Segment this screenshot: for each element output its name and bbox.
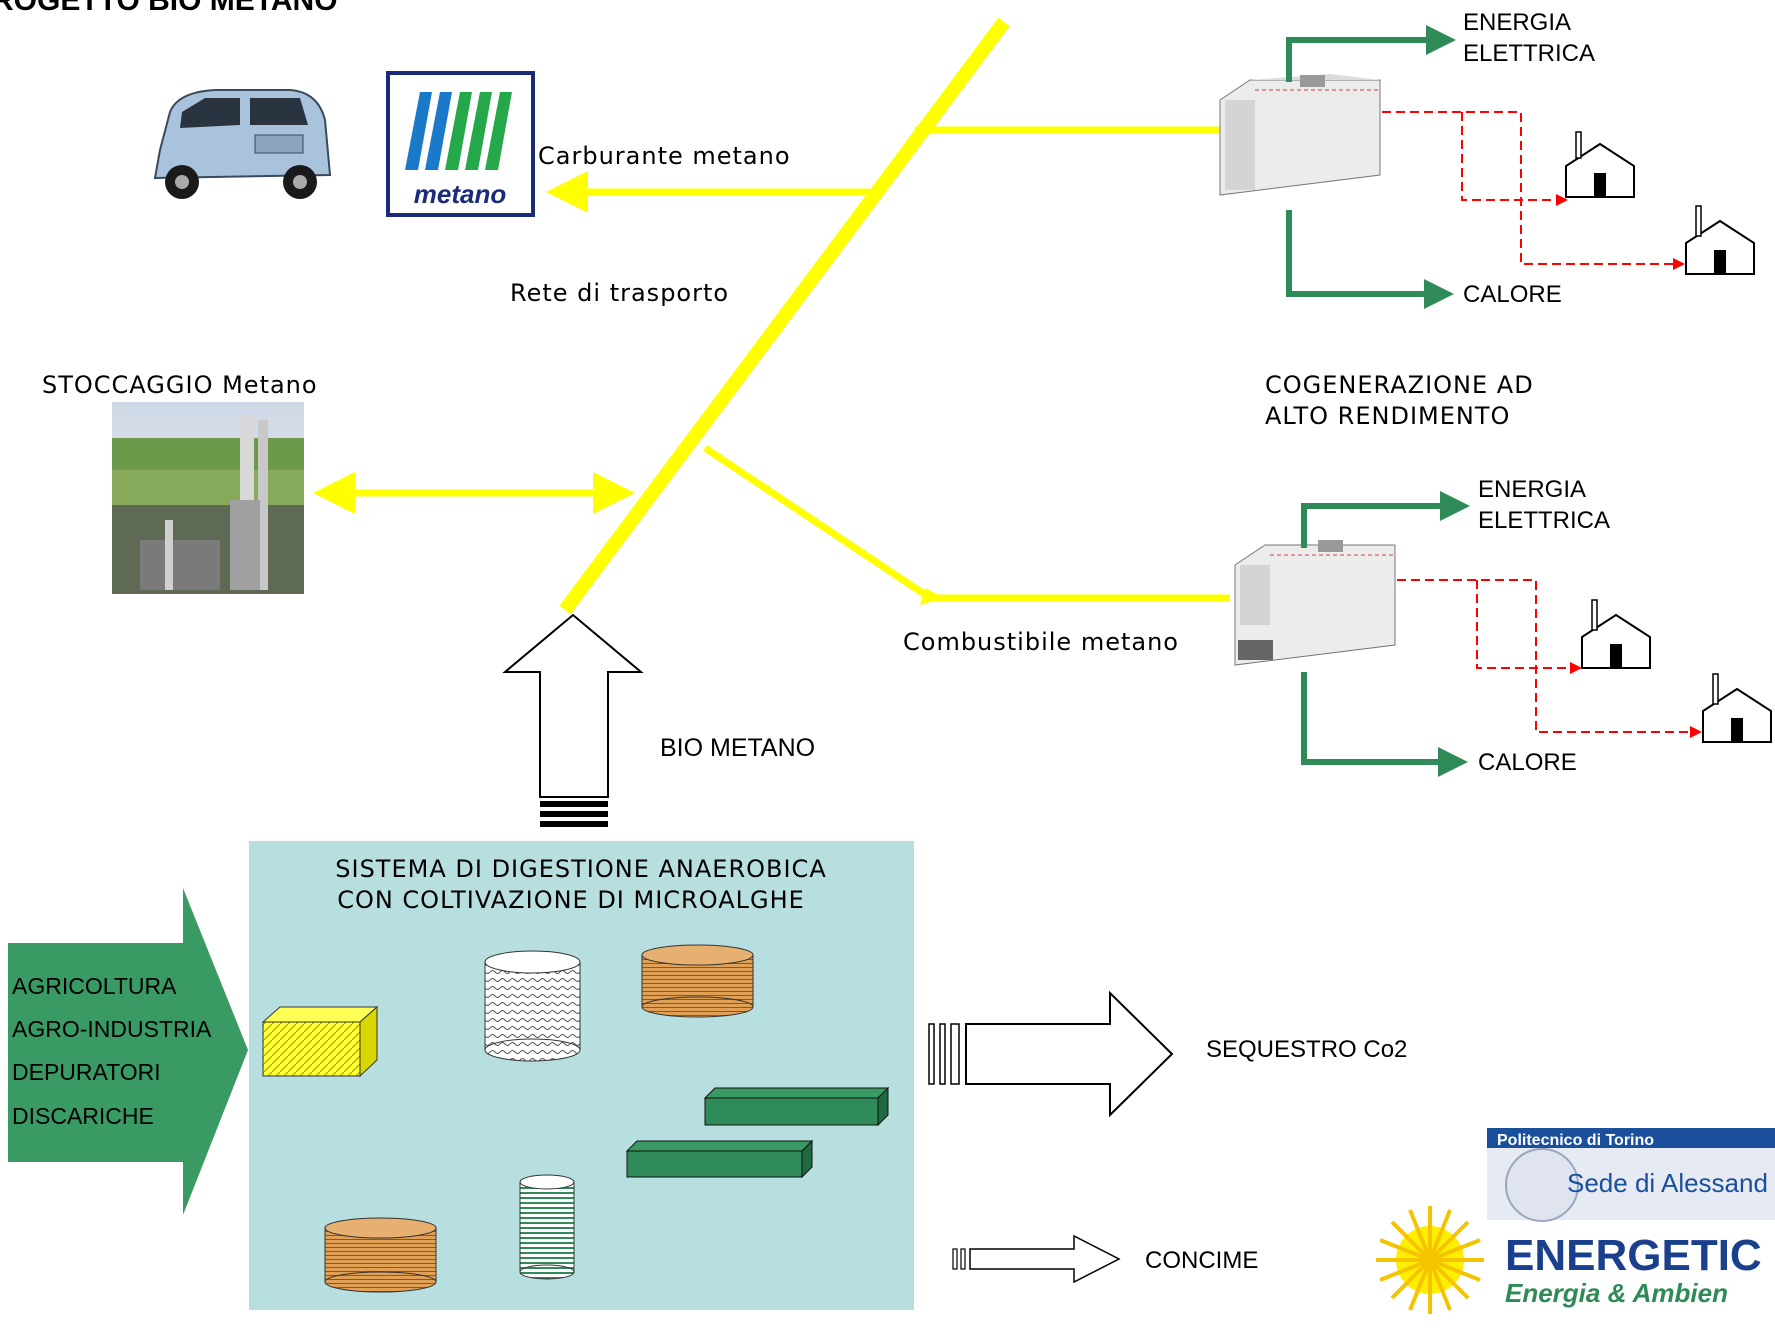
fertilizer-arrow — [952, 1234, 1121, 1284]
fertilizer-label: CONCIME — [1145, 1247, 1258, 1274]
house-icon — [1702, 673, 1772, 743]
input-item: DISCARICHE — [12, 1103, 154, 1129]
house-icon — [1581, 599, 1651, 669]
metano-logo-text: metano — [414, 179, 507, 209]
fuel-label: Carburante metano — [538, 142, 791, 170]
energetica-logo: ENERGETIC Energia & Ambien — [1376, 1206, 1762, 1314]
storage-photo — [112, 402, 304, 594]
cogeneration-label-2: ALTO RENDIMENTO — [1265, 402, 1510, 430]
network-label: Rete di trasporto — [510, 279, 729, 307]
electric-flow-top — [1286, 25, 1456, 82]
transport-network-line — [559, 17, 1010, 615]
electric-label-top-1: ENERGIA — [1463, 9, 1571, 36]
energetica-text: ENERGETIC — [1505, 1231, 1762, 1280]
district-heating-top — [1382, 111, 1685, 270]
combustible-label: Combustibile metano — [903, 628, 1179, 656]
polito-header-text: Politecnico di Torino — [1497, 1132, 1654, 1149]
district-heating-bottom — [1397, 579, 1702, 738]
politecnico-logo: Politecnico di Torino Sede di Alessand — [1487, 1128, 1775, 1222]
input-item: AGRICOLTURA — [12, 973, 177, 999]
digestion-title-2: CON COLTIVAZIONE DI MICROALGHE — [337, 886, 805, 914]
energetica-subtext: Energia & Ambien — [1505, 1278, 1728, 1308]
biomethane-label: BIO METANO — [660, 734, 815, 762]
electric-flow-bottom — [1301, 491, 1470, 548]
polito-branch-text: Sede di Alessand — [1567, 1168, 1768, 1198]
inputs-list: AGRICOLTURA AGRO-INDUSTRIA DEPURATORI DI… — [12, 973, 212, 1129]
input-item: DEPURATORI — [12, 1059, 161, 1085]
electric-label-bottom-2: ELETTRICA — [1478, 507, 1610, 534]
house-icon — [1685, 205, 1755, 275]
sequestration-arrow — [928, 990, 1174, 1118]
cogeneration-unit-top — [1219, 74, 1381, 196]
electric-label-bottom-1: ENERGIA — [1478, 476, 1586, 503]
electric-label-top-2: ELETTRICA — [1463, 40, 1595, 67]
heat-label-top: CALORE — [1463, 281, 1562, 308]
metano-logo: metano — [386, 71, 535, 217]
sun-icon — [1376, 1206, 1484, 1314]
house-icon — [1565, 131, 1635, 198]
sequestration-label: SEQUESTRO Co2 — [1206, 1036, 1407, 1063]
car-image — [140, 72, 362, 220]
digestion-title-1: SISTEMA DI DIGESTIONE ANAEROBICA — [335, 855, 826, 883]
inputs-arrow — [8, 888, 248, 1215]
heat-flow-top — [1286, 210, 1454, 309]
heat-flow-bottom — [1301, 672, 1468, 777]
cogeneration-label-1: COGENERAZIONE AD — [1265, 371, 1534, 399]
network-to-cogen-bottom — [703, 445, 1230, 602]
cogeneration-unit-bottom — [1234, 540, 1396, 666]
input-item: AGRO-INDUSTRIA — [12, 1016, 212, 1042]
biomethane-arrow — [502, 613, 644, 827]
digester-tanks — [261, 944, 890, 1293]
storage-label: STOCCAGGIO Metano — [42, 371, 318, 399]
page-title: ROGETTO BIO METANO — [0, 0, 338, 17]
heat-label-bottom: CALORE — [1478, 749, 1577, 776]
